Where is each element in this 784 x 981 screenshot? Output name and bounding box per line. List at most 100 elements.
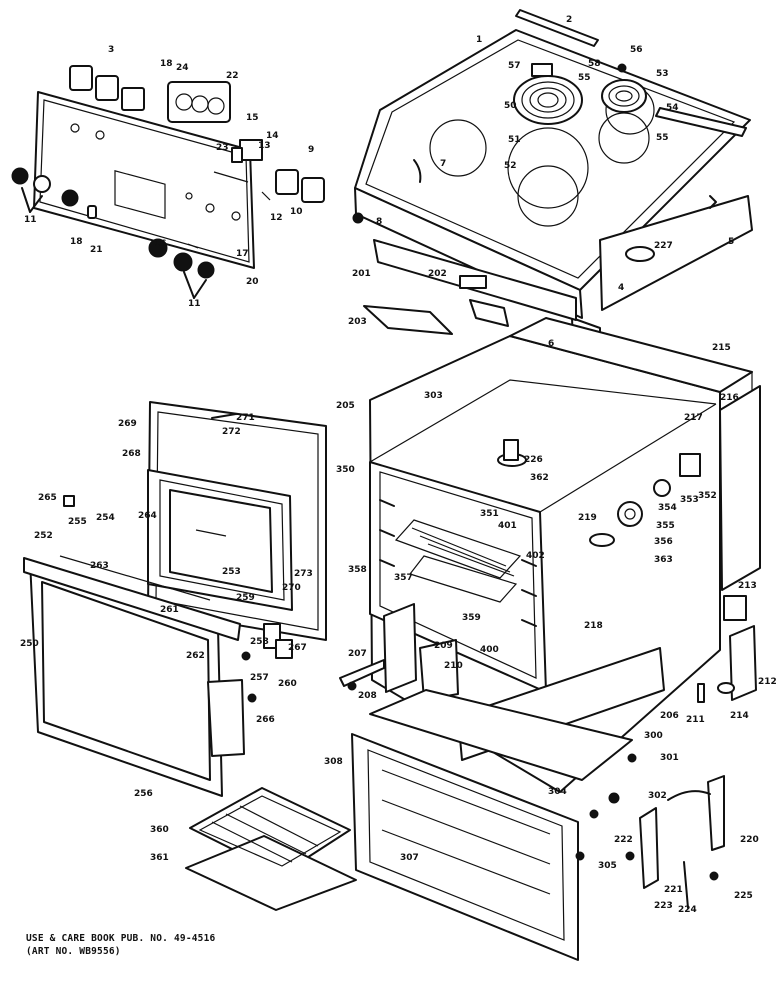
part-callout-213: 213 xyxy=(738,581,757,591)
part-callout-15: 15 xyxy=(246,113,259,123)
part-callout-206: 206 xyxy=(660,711,679,721)
part-callout-256: 256 xyxy=(134,789,153,799)
part-callout-223: 223 xyxy=(654,901,673,911)
part-callout-255: 255 xyxy=(68,517,87,527)
part-callout-55b: 55 xyxy=(656,133,669,143)
part-callout-401: 401 xyxy=(498,521,517,531)
part-callout-24: 24 xyxy=(176,63,189,73)
part-callout-270: 270 xyxy=(282,583,301,593)
part-callout-259: 259 xyxy=(236,593,255,603)
part-callout-266: 266 xyxy=(256,715,275,725)
part-callout-304: 304 xyxy=(548,787,567,797)
part-callout-250: 250 xyxy=(20,639,39,649)
oven-body-assembly xyxy=(339,317,761,793)
part-callout-202: 202 xyxy=(428,269,447,279)
part-callout-209: 209 xyxy=(434,641,453,651)
part-callout-273: 273 xyxy=(294,569,313,579)
part-callout-307: 307 xyxy=(400,853,419,863)
part-callout-57: 57 xyxy=(508,61,521,71)
part-callout-50: 50 xyxy=(504,101,517,111)
part-callout-402: 402 xyxy=(526,551,545,561)
part-callout-220: 220 xyxy=(740,835,759,845)
part-callout-308: 308 xyxy=(324,757,343,767)
part-callout-211: 211 xyxy=(686,715,705,725)
drawer-hardware-parts xyxy=(575,753,725,909)
part-callout-264: 264 xyxy=(138,511,157,521)
part-callout-359: 359 xyxy=(462,613,481,623)
part-callout-13: 13 xyxy=(258,141,271,151)
part-callout-11a: 11 xyxy=(24,215,37,225)
part-callout-303: 303 xyxy=(424,391,443,401)
part-callout-305: 305 xyxy=(598,861,617,871)
part-callout-358: 358 xyxy=(348,565,367,575)
broiler-pan-assembly xyxy=(185,787,357,911)
part-callout-18a: 18 xyxy=(160,59,173,69)
part-callout-11b: 11 xyxy=(188,299,201,309)
part-callout-263: 263 xyxy=(90,561,109,571)
part-callout-301: 301 xyxy=(660,753,679,763)
part-callout-351: 351 xyxy=(480,509,499,519)
part-callout-258: 258 xyxy=(250,637,269,647)
control-panel-assembly xyxy=(11,65,325,299)
part-callout-355: 355 xyxy=(656,521,675,531)
cooktop-assembly xyxy=(352,9,753,377)
storage-drawer-assembly xyxy=(351,689,633,961)
part-callout-52: 52 xyxy=(504,161,517,171)
part-callout-9: 9 xyxy=(308,145,314,155)
part-callout-363: 363 xyxy=(654,555,673,565)
part-callout-362: 362 xyxy=(530,473,549,483)
part-callout-8: 8 xyxy=(376,217,382,227)
part-callout-356: 356 xyxy=(654,537,673,547)
part-callout-218: 218 xyxy=(584,621,603,631)
part-callout-272: 272 xyxy=(222,427,241,437)
part-callout-12: 12 xyxy=(270,213,283,223)
footer-pub-number: USE & CARE BOOK PUB. NO. 49-4516 xyxy=(26,933,216,944)
part-callout-361: 361 xyxy=(150,853,169,863)
part-callout-219: 219 xyxy=(578,513,597,523)
part-callout-253: 253 xyxy=(222,567,241,577)
part-callout-5: 5 xyxy=(728,237,734,247)
part-callout-215: 215 xyxy=(712,343,731,353)
part-callout-354: 354 xyxy=(658,503,677,513)
part-callout-222: 222 xyxy=(614,835,633,845)
part-callout-268: 268 xyxy=(122,449,141,459)
part-callout-55a: 55 xyxy=(578,73,591,83)
part-callout-302: 302 xyxy=(648,791,667,801)
part-callout-224: 224 xyxy=(678,905,697,915)
part-callout-271: 271 xyxy=(236,413,255,423)
part-callout-7: 7 xyxy=(440,159,446,169)
part-callout-210: 210 xyxy=(444,661,463,671)
part-callout-262: 262 xyxy=(186,651,205,661)
part-callout-353: 353 xyxy=(680,495,699,505)
part-callout-58: 58 xyxy=(588,59,601,69)
part-callout-22: 22 xyxy=(226,71,239,81)
part-callout-216: 216 xyxy=(720,393,739,403)
part-callout-56: 56 xyxy=(630,45,643,55)
part-callout-360: 360 xyxy=(150,825,169,835)
part-callout-217: 217 xyxy=(684,413,703,423)
footer-art-number: (ART NO. WB9556) xyxy=(26,946,121,957)
part-callout-221: 221 xyxy=(664,885,683,895)
part-callout-207: 207 xyxy=(348,649,367,659)
part-callout-227: 227 xyxy=(654,241,673,251)
part-callout-205: 205 xyxy=(336,401,355,411)
callout-labels: 1234567891011111213141516171818202122232… xyxy=(20,15,777,915)
part-callout-3: 3 xyxy=(108,45,114,55)
part-callout-265: 265 xyxy=(38,493,57,503)
part-callout-400: 400 xyxy=(480,645,499,655)
part-callout-252: 252 xyxy=(34,531,53,541)
part-callout-53: 53 xyxy=(656,69,669,79)
part-callout-261: 261 xyxy=(160,605,179,615)
part-callout-14: 14 xyxy=(266,131,279,141)
part-callout-350: 350 xyxy=(336,465,355,475)
part-callout-254: 254 xyxy=(96,513,115,523)
part-callout-225: 225 xyxy=(734,891,753,901)
part-callout-208: 208 xyxy=(358,691,377,701)
part-callout-201: 201 xyxy=(352,269,371,279)
part-callout-267: 267 xyxy=(288,643,307,653)
part-callout-203: 203 xyxy=(348,317,367,327)
part-callout-1: 1 xyxy=(476,35,482,45)
part-callout-257: 257 xyxy=(250,673,269,683)
